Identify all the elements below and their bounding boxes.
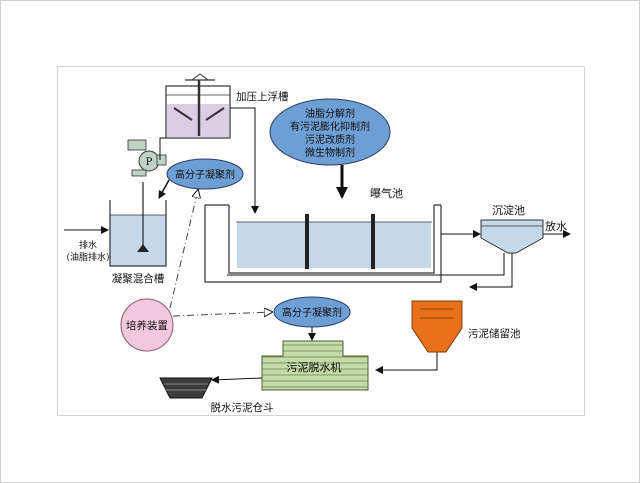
chemical-1: 油脂分解剂 bbox=[305, 107, 355, 120]
flotation-to-aeration-line bbox=[230, 107, 259, 214]
mixing-tank-label: 凝聚混合槽 bbox=[112, 272, 165, 285]
chemical-4: 微生物制剂 bbox=[305, 146, 355, 159]
polymer-top-ellipse bbox=[166, 158, 244, 190]
pump-label: P bbox=[146, 157, 153, 168]
chemical-2: 有污泥膨化抑制剂 bbox=[290, 120, 370, 133]
inflow-label-2: (油脂排水) bbox=[66, 251, 109, 263]
flotation-tank bbox=[165, 73, 231, 139]
pump-to-flotation-line bbox=[159, 137, 166, 160]
polymer-top-label: 高分子凝聚剂 bbox=[175, 168, 235, 181]
culture-device-label: 培养装置 bbox=[126, 319, 168, 332]
sludge-hopper-label: 脱水污泥仓斗 bbox=[211, 401, 274, 414]
sludge-dewatering-machine bbox=[261, 340, 369, 391]
settling-tank bbox=[480, 219, 544, 254]
discharge-label: 放水 bbox=[545, 219, 567, 233]
storage-to-dewater-line bbox=[375, 352, 438, 374]
polymer-to-mixing-arrow bbox=[158, 179, 170, 199]
chemicals-ellipse bbox=[269, 98, 391, 166]
sludge-return-line bbox=[227, 253, 505, 276]
culture-to-polymer-bottom-line bbox=[172, 312, 272, 316]
inflow-label-1: 排水 bbox=[79, 239, 97, 251]
dewatering-machine-label: 污泥脱水机 bbox=[287, 360, 342, 374]
sludge-storage-tank bbox=[411, 300, 463, 353]
aeration-tank bbox=[204, 204, 442, 283]
chemical-3: 污泥改质剂 bbox=[305, 133, 355, 146]
sludge-hopper bbox=[159, 377, 213, 399]
sludge-storage-label: 污泥储留池 bbox=[468, 327, 521, 340]
culture-device bbox=[120, 298, 174, 352]
pump-icon bbox=[127, 139, 167, 177]
mixing-tank bbox=[109, 182, 167, 267]
culture-to-polymer-line bbox=[169, 190, 198, 309]
aeration-tank-label: 曝气池 bbox=[370, 186, 403, 200]
settling-tank-label: 沉淀池 bbox=[492, 203, 525, 217]
flotation-tank-label: 加压上浮槽 bbox=[236, 91, 289, 103]
polymer-bottom-label: 高分子凝聚剂 bbox=[282, 306, 342, 319]
settling-to-storage-line bbox=[469, 253, 513, 291]
dewater-to-hopper-line bbox=[211, 375, 263, 384]
